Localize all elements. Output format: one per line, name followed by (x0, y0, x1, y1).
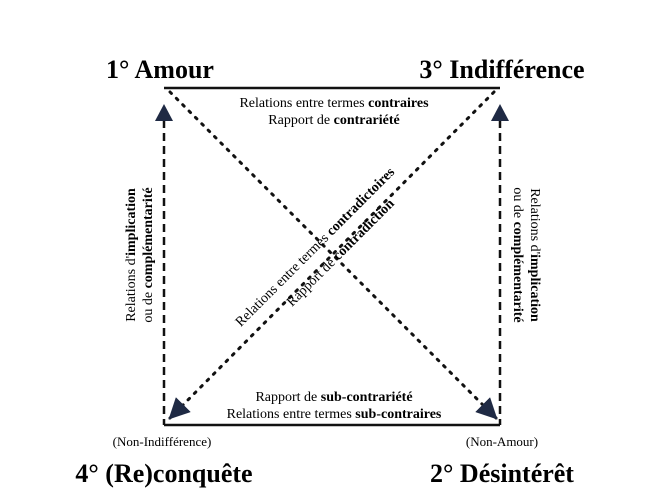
left-arrowhead (155, 104, 173, 121)
top-relation-line1: Relations entre termes contraires (239, 96, 429, 111)
left-relation-line1: Relations d'implication (124, 188, 139, 322)
corner-label-bottom-left: 4° (Re)conquête (75, 459, 252, 488)
right-relation-line1: Relations d'implication (527, 188, 542, 322)
left-relation-group: Relations d'implication ou de complément… (124, 187, 156, 322)
corner-label-top-right: 3° Indifférence (419, 55, 584, 84)
right-relation-line2: ou de complémentarité (510, 187, 525, 322)
corner-label-top-left: 1° Amour (106, 55, 214, 84)
top-relation-line2: Rapport de contrariété (268, 113, 399, 128)
right-arrowhead (491, 104, 509, 121)
bottom-relation-line2: Relations entre termes sub-contraires (227, 407, 442, 422)
bottom-relation-line1: Rapport de sub-contrariété (255, 390, 412, 405)
right-relation-group: Relations d'implication ou de complément… (510, 187, 542, 322)
left-relation-line2: ou de complémentarité (141, 187, 156, 322)
corner-label-bottom-right: 2° Désintérêt (430, 459, 574, 488)
diagonal-relation-line1: Relations entre termes contradictoires (233, 165, 399, 331)
diagonal-relation-group: Relations entre termes contradictoires R… (233, 165, 399, 331)
sublabel-non-amour: (Non-Amour) (466, 434, 538, 449)
sublabel-non-indifference: (Non-Indifférence) (113, 434, 212, 449)
